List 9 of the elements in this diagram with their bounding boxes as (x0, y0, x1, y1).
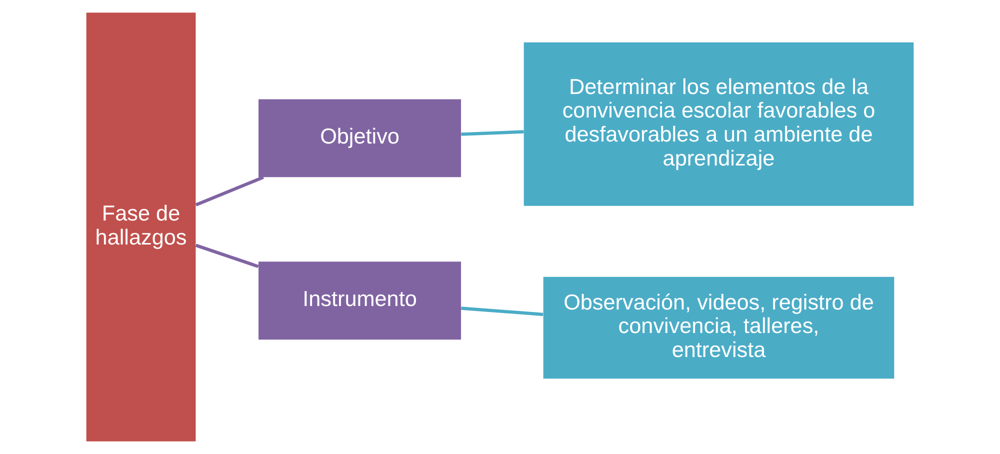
node-box: Fase de hallazgos (86, 12, 196, 442)
connector (461, 306, 544, 316)
node-box: Observación, videos, registro de convivencia, talleres, entrevista (543, 276, 894, 379)
connector (461, 130, 524, 136)
node-box: Instrumento (258, 262, 462, 340)
connector (195, 244, 259, 268)
node-box: Determinar los elementos de la convivencia escolar favorables o desfavorables a un ambiente de aprendizaje (524, 42, 914, 206)
connector (195, 176, 264, 206)
node-box: Objetivo (258, 99, 462, 178)
